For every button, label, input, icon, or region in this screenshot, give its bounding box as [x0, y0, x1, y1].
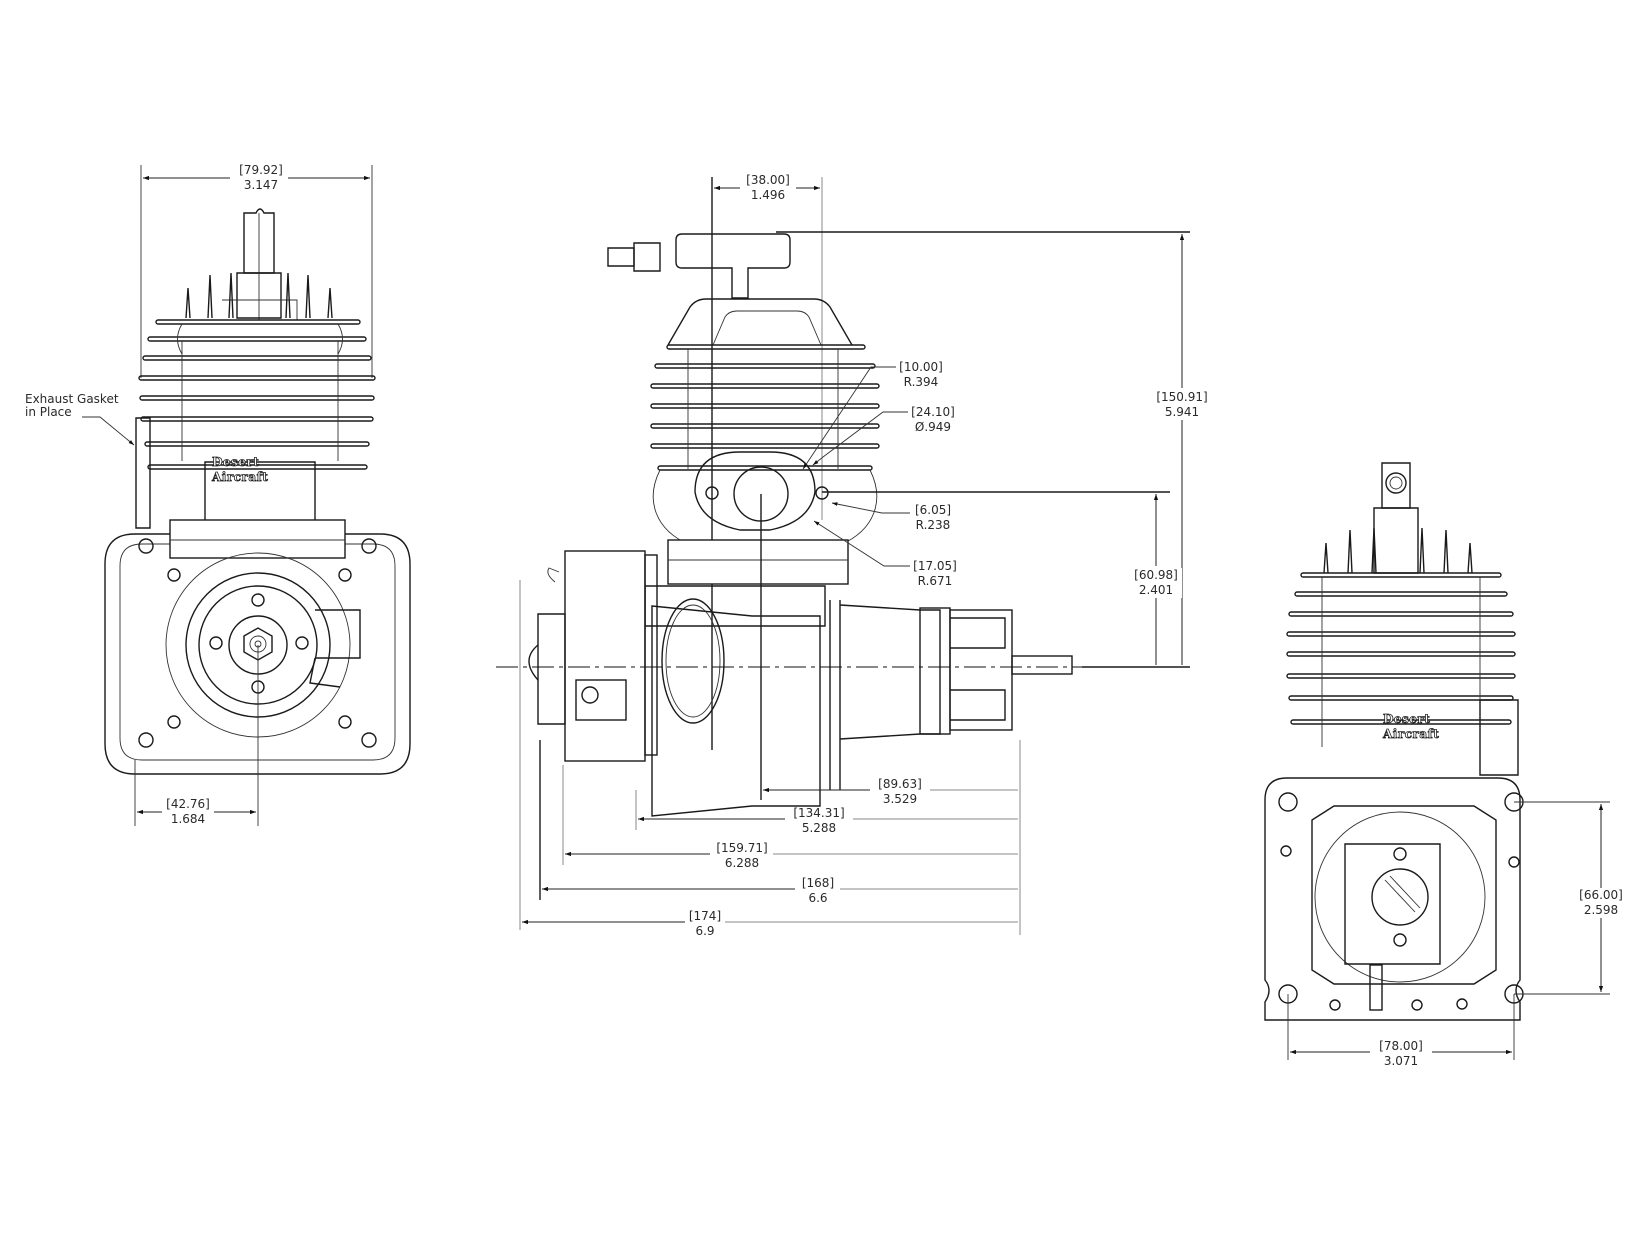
length-5-dimension: [174] 6.9: [686, 909, 724, 939]
front-shaft-offset-dimension: [42.76] 1.684: [162, 797, 214, 827]
dimension-mm: [17.05]: [913, 559, 957, 573]
dimension-mm: [38.00]: [746, 173, 790, 187]
brand-line-2: Aircraft: [212, 470, 269, 485]
dimension-mm: [159.71]: [716, 841, 768, 855]
dimension-mm: [78.00]: [1379, 1039, 1423, 1053]
front-width-dimension: [79.92] 3.147: [233, 163, 289, 193]
brand-label-front: Desert Aircraft: [212, 455, 269, 485]
dimension-in: 5.941: [1164, 405, 1200, 419]
dimension-in: 6.6: [808, 891, 828, 905]
radius-1-dimension: [10.00] R.394: [896, 360, 946, 390]
front-view: [82, 165, 411, 826]
dimension-in: 6.9: [695, 924, 715, 938]
dimension-mm: [10.00]: [899, 360, 943, 374]
mount-height-dimension: [66.00] 2.598: [1572, 888, 1630, 918]
dimension-mm: [66.00]: [1579, 888, 1623, 902]
dimension-in: 1.496: [750, 188, 786, 202]
note-line-1: Exhaust Gasket: [25, 392, 119, 406]
dimension-in: Ø.949: [914, 420, 952, 434]
brand-line-2: Aircraft: [1383, 727, 1440, 742]
dimension-mm: [60.98]: [1134, 568, 1178, 582]
plug-spacing-dimension: [38.00] 1.496: [740, 173, 796, 203]
brand-line-1: Desert: [1383, 712, 1431, 727]
brand-label-rear: Desert Aircraft: [1383, 712, 1440, 742]
dimension-mm: [42.76]: [166, 797, 210, 811]
dimension-in: 2.598: [1583, 903, 1619, 917]
note-line-2: in Place: [25, 405, 72, 419]
diameter-1-dimension: [24.10] Ø.949: [908, 405, 958, 435]
mount-width-dimension: [78.00] 3.071: [1372, 1039, 1430, 1069]
dimension-in: 3.147: [243, 178, 279, 192]
dimension-mm: [150.91]: [1156, 390, 1208, 404]
dimension-in: 3.071: [1383, 1054, 1419, 1068]
dimension-in: 1.684: [170, 812, 206, 826]
length-3-dimension: [159.71] 6.288: [712, 841, 772, 871]
dimension-mm: [134.31]: [793, 806, 845, 820]
brand-line-1: Desert: [212, 455, 260, 470]
dimension-in: 2.401: [1138, 583, 1174, 597]
exhaust-gasket-note: Exhaust Gasket in Place: [25, 393, 119, 419]
length-2-dimension: [134.31] 5.288: [788, 806, 850, 836]
side-view: [496, 177, 1190, 935]
length-4-dimension: [168] 6.6: [797, 876, 839, 906]
dimension-in: R.671: [917, 574, 953, 588]
length-1-dimension: [89.63] 3.529: [872, 777, 928, 807]
dimension-mm: [174]: [688, 909, 722, 923]
dimension-mm: [6.05]: [914, 503, 952, 517]
dimension-mm: [89.63]: [878, 777, 922, 791]
dimension-mm: [79.92]: [239, 163, 283, 177]
overall-height-dimension: [150.91] 5.941: [1153, 390, 1211, 420]
dimension-in: 3.529: [882, 792, 918, 806]
dimension-in: R.394: [903, 375, 939, 389]
dimension-mm: [24.10]: [911, 405, 955, 419]
rear-view: [1264, 462, 1610, 1060]
dimension-in: R.238: [915, 518, 951, 532]
dimension-in: 5.288: [801, 821, 837, 835]
exhaust-height-dimension: [60.98] 2.401: [1130, 568, 1182, 598]
radius-2-dimension: [6.05] R.238: [910, 503, 956, 533]
radius-3-dimension: [17.05] R.671: [910, 559, 960, 589]
dimension-in: 6.288: [724, 856, 760, 870]
dimension-mm: [168]: [801, 876, 835, 890]
